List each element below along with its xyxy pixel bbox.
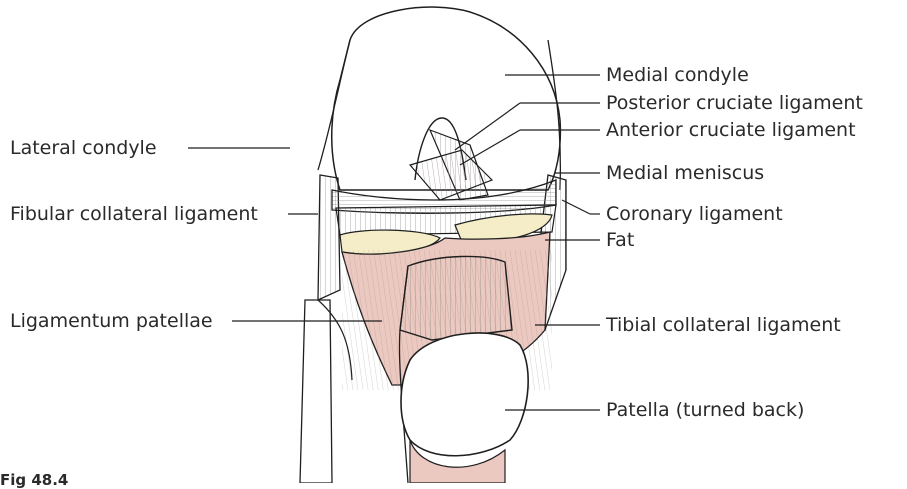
ligamentum-patellae (400, 256, 512, 340)
fibula (300, 300, 332, 483)
label-lateral-condyle: Lateral condyle (10, 137, 157, 159)
label-posterior-cruciate-ligament: Posterior cruciate ligament (606, 92, 863, 114)
figure-caption: Fig 48.4 (0, 472, 68, 488)
label-anterior-cruciate-ligament: Anterior cruciate ligament (606, 119, 856, 141)
label-ligamentum-patellae: Ligamentum patellae (10, 310, 213, 332)
label-fat: Fat (606, 229, 634, 251)
label-tibial-collateral-ligament: Tibial collateral ligament (606, 314, 841, 336)
label-medial-meniscus: Medial meniscus (606, 162, 764, 184)
label-coronary-ligament: Coronary ligament (606, 203, 783, 225)
patella (401, 333, 528, 456)
label-fibular-collateral-ligament: Fibular collateral ligament (10, 203, 258, 225)
label-medial-condyle: Medial condyle (606, 64, 749, 86)
label-patella-turned-back: Patella (turned back) (606, 399, 804, 421)
